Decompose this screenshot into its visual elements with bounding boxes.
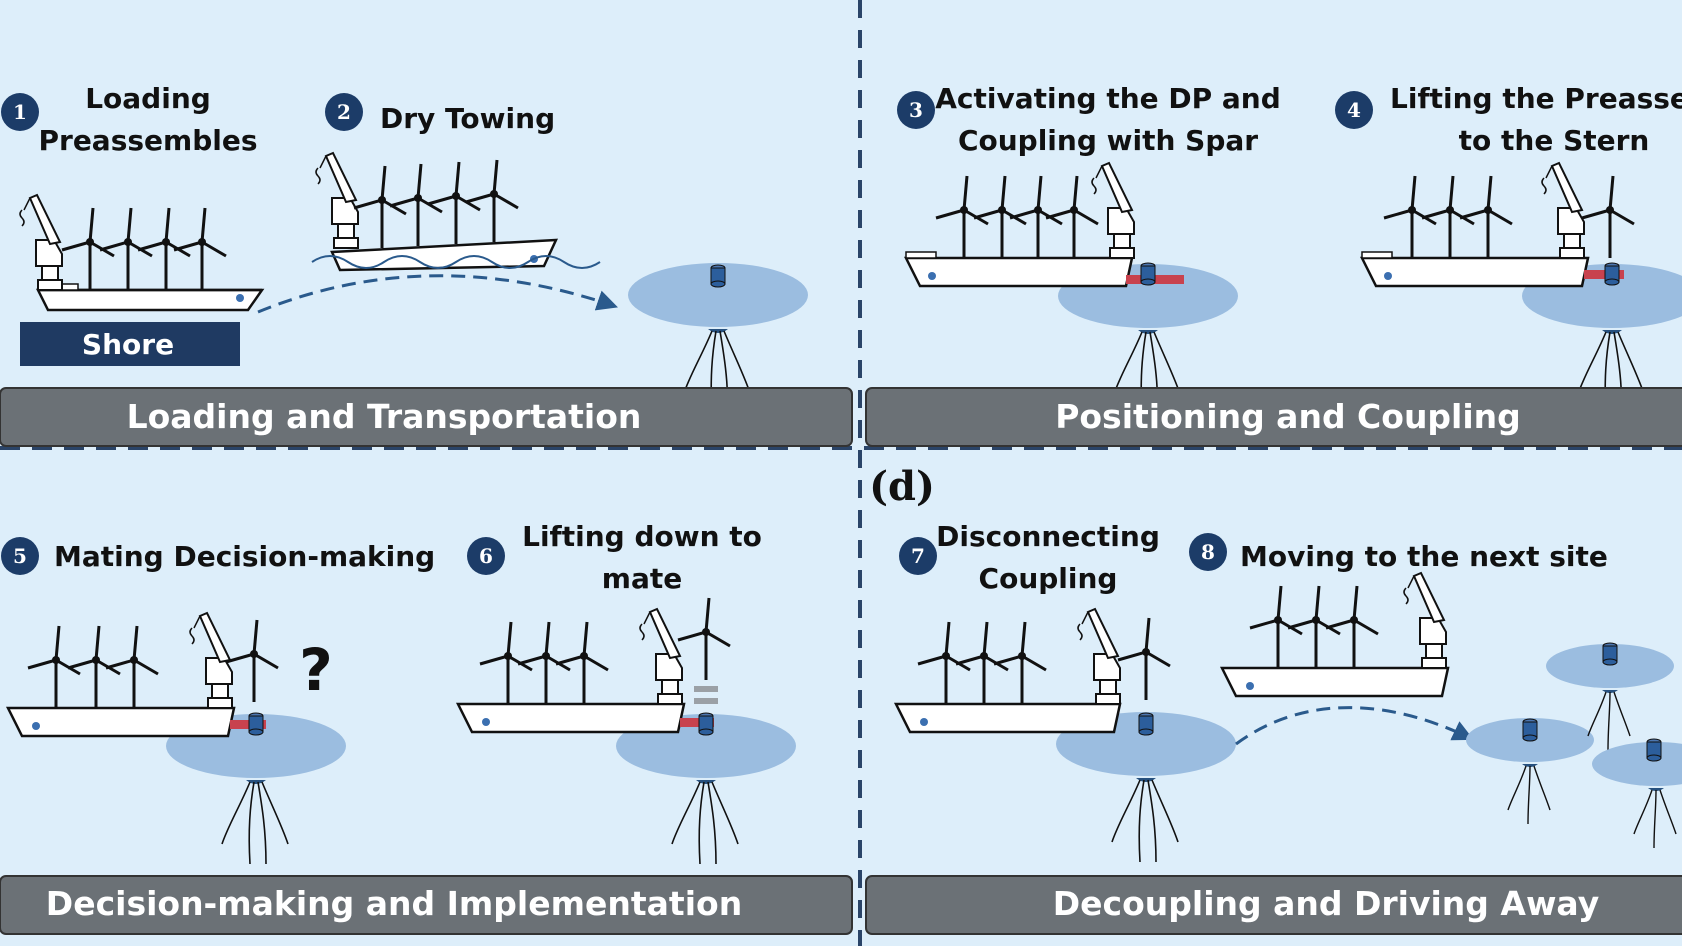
shore-label: Shore — [82, 328, 174, 361]
step-7-line-1: Disconnecting — [936, 520, 1160, 553]
step-7-badge — [899, 537, 937, 575]
step-8: 8 Moving to the next site — [1189, 533, 1608, 573]
step-7-number: 7 — [911, 544, 925, 568]
vessel-dry-towing — [311, 152, 601, 272]
step-8-number: 8 — [1201, 540, 1215, 564]
route-arrow-2 — [1235, 706, 1474, 746]
step-5-number: 5 — [13, 544, 27, 568]
vessel-lift-stern — [1359, 162, 1636, 288]
step-3-number: 3 — [909, 98, 923, 122]
stage-title-2: Positioning and Coupling — [1055, 397, 1521, 436]
step-6-badge — [467, 537, 505, 575]
vessel-lift-down — [455, 596, 732, 736]
step-5: 5 Mating Decision-making — [1, 537, 435, 575]
step-4-badge — [1335, 91, 1373, 129]
step-3-line-2: Coupling with Spar — [958, 124, 1258, 157]
stage-decoupling-driving: 7 Disconnecting Coupling 8 Moving to the… — [865, 520, 1682, 935]
decision-mark: ? — [299, 636, 333, 704]
step-4-number: 4 — [1347, 98, 1361, 122]
step-2-number: 2 — [337, 100, 351, 124]
stage-title-1: Loading and Transportation — [127, 397, 642, 436]
step-8-line-1: Moving to the next site — [1240, 540, 1608, 573]
stage-title-4: Decoupling and Driving Away — [1053, 884, 1599, 923]
stage-band-1 — [0, 387, 853, 447]
stage-band-2 — [865, 387, 1682, 447]
step-3-badge — [897, 91, 935, 129]
step-4-line-2: to the Stern — [1459, 124, 1650, 157]
lift-guide-lower — [694, 698, 718, 704]
stage-positioning-coupling: 3 Activating the DP and Coupling with Sp… — [865, 82, 1682, 447]
vessel-loading — [19, 194, 265, 312]
step-4-line-1: Lifting the Preassembles — [1390, 82, 1682, 115]
vessel-disconnect — [893, 608, 1172, 736]
step-6-line-1: Lifting down to — [522, 520, 762, 553]
stage-loading-transportation: Shore — [0, 82, 853, 447]
step-1: 1 Loading Preassembles — [1, 82, 258, 157]
stage-band-3 — [0, 875, 853, 935]
step-3: 3 Activating the DP and Coupling with Sp… — [897, 82, 1281, 157]
step-5-line-1: Mating Decision-making — [54, 540, 435, 573]
stage-title-3: Decision-making and Implementation — [46, 884, 742, 923]
step-5-badge — [1, 537, 39, 575]
step-7: 7 Disconnecting Coupling — [899, 520, 1160, 595]
stage-band-4 — [865, 875, 1682, 935]
step-3-line-1: Activating the DP and — [935, 82, 1281, 115]
step-6-line-2: mate — [602, 562, 682, 595]
step-1-number: 1 — [13, 100, 27, 124]
vessel-dp-coupling — [903, 162, 1184, 288]
coupling-arm-4 — [1584, 270, 1624, 279]
shore-block — [20, 322, 240, 366]
step-1-line-2: Preassembles — [38, 124, 257, 157]
step-2-line-1: Dry Towing — [380, 102, 555, 135]
coupling-arm-5 — [230, 720, 266, 729]
coupling-arm-6 — [680, 718, 714, 727]
panel-label: (d) — [869, 463, 935, 510]
route-arrow-1 — [257, 274, 618, 314]
step-1-line-1: Loading — [85, 82, 211, 115]
step-6: 6 Lifting down to mate — [467, 520, 762, 595]
step-2: 2 Dry Towing — [325, 93, 555, 135]
step-4: 4 Lifting the Preassembles to the Stern — [1335, 82, 1682, 157]
step-8-badge — [1189, 533, 1227, 571]
stage-decision-implementation: ? 5 Mating Decision-making 6 Lifting dow… — [0, 520, 853, 935]
step-1-badge — [1, 93, 39, 131]
vessel-decision — [5, 612, 280, 738]
step-6-number: 6 — [479, 544, 493, 568]
lift-guide-upper — [694, 686, 718, 692]
vessel-next-site — [1219, 572, 1450, 698]
step-2-badge — [325, 93, 363, 131]
step-7-line-2: Coupling — [979, 562, 1118, 595]
